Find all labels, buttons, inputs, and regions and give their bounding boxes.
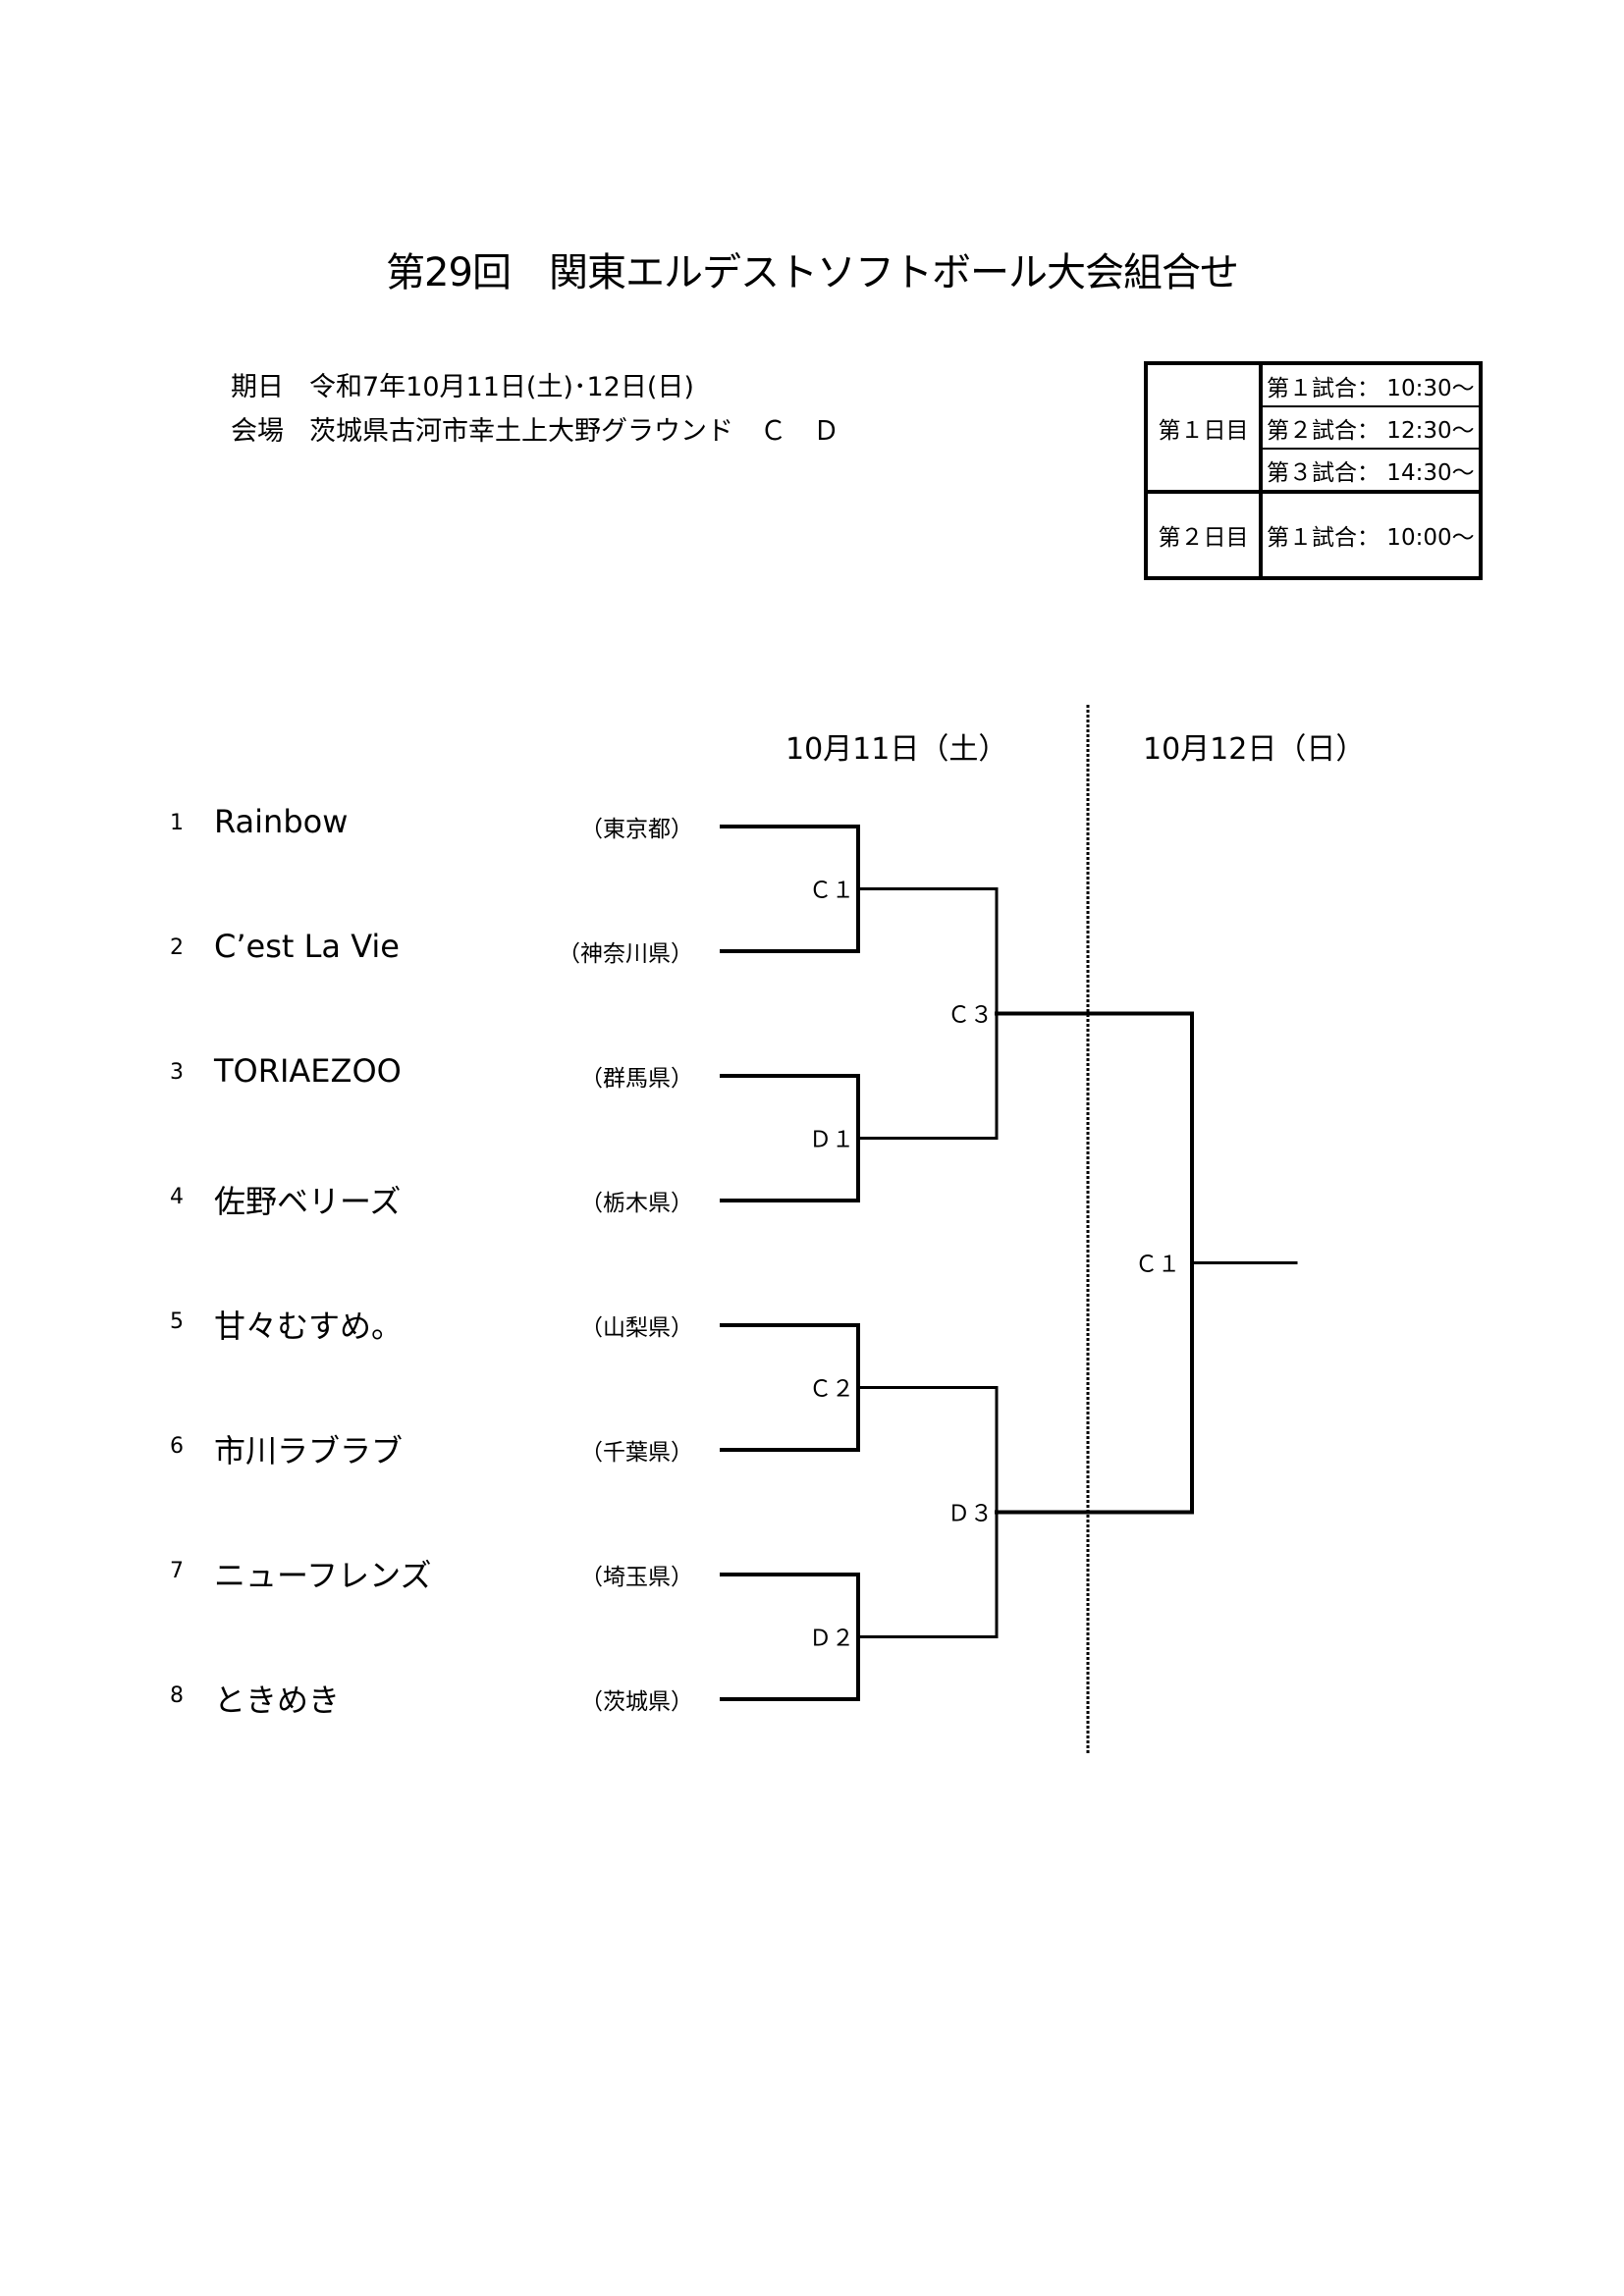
team-seed: 7 <box>170 1559 184 1583</box>
venue-label: 会場 <box>231 416 284 447</box>
team-name: 甘々むすめ。 <box>214 1308 404 1345</box>
match-label: Ｄ２ <box>809 1627 854 1652</box>
schedule-day2-game1: 第１試合： 10:00～ <box>1260 490 1482 579</box>
match-label: Ｄ１ <box>809 1128 854 1153</box>
match-label: Ｃ２ <box>809 1377 854 1403</box>
schedule-day2-label: 第２日目 <box>1145 490 1263 579</box>
team-prefecture: （群馬県） <box>580 1066 693 1092</box>
team-prefecture: （山梨県） <box>580 1315 693 1341</box>
schedule-table: 第１日目 第１試合： 10:30～ 第２試合： 12:30～ 第３試合： 14:… <box>1144 361 1483 580</box>
match-label: Ｃ１ <box>809 879 854 904</box>
team-prefecture: （東京都） <box>580 817 693 842</box>
team-name: ニューフレンズ <box>214 1557 432 1594</box>
team-seed: 4 <box>170 1185 184 1209</box>
team-name: C’est La Vie <box>214 928 400 965</box>
venue-value: 茨城県古河市幸土上大野グラウンド Ｃ Ｄ <box>309 416 839 447</box>
schedule-day1-game1: 第１試合： 10:30～ <box>1260 362 1482 407</box>
team-prefecture: （茨城県） <box>580 1689 693 1715</box>
team-prefecture: （神奈川県） <box>558 941 693 967</box>
team-prefecture: （埼玉県） <box>580 1565 693 1590</box>
team-prefecture: （千葉県） <box>580 1440 693 1466</box>
team-name: 佐野ベリーズ <box>214 1183 402 1220</box>
date-label: 期日 <box>231 372 284 402</box>
team-name: Rainbow <box>214 803 349 840</box>
team-prefecture: （栃木県） <box>580 1191 693 1216</box>
event-venue: 会場茨城県古河市幸土上大野グラウンド Ｃ Ｄ <box>231 409 839 448</box>
team-seed: 1 <box>170 811 184 835</box>
team-name: 市川ラブラブ <box>214 1432 404 1469</box>
date-value: 令和7年10月11日(土)･12日(日) <box>309 372 694 402</box>
team-name: TORIAEZOO <box>214 1052 402 1090</box>
team-seed: 2 <box>170 935 184 960</box>
bracket-date-day1: 10月11日（土） <box>785 732 1008 767</box>
schedule-day1-label: 第１日目 <box>1145 362 1263 493</box>
page-title: 第29回 関東エルデストソフトボール大会組合せ <box>386 250 1239 295</box>
team-seed: 3 <box>170 1060 184 1085</box>
match-label: Ｃ３ <box>947 1003 993 1029</box>
final-match-label: Ｃ１ <box>1135 1253 1180 1278</box>
match-label: Ｄ３ <box>947 1502 993 1527</box>
team-seed: 5 <box>170 1309 184 1334</box>
schedule-day1-game2: 第２試合： 12:30～ <box>1260 405 1482 450</box>
bracket-date-day2: 10月12日（日） <box>1143 732 1366 767</box>
schedule-day1-game3: 第３試合： 14:30～ <box>1260 448 1482 493</box>
team-seed: 8 <box>170 1683 184 1708</box>
team-seed: 6 <box>170 1434 184 1459</box>
event-date: 期日令和7年10月11日(土)･12日(日) <box>231 365 694 403</box>
team-name: ときめき <box>214 1682 341 1719</box>
